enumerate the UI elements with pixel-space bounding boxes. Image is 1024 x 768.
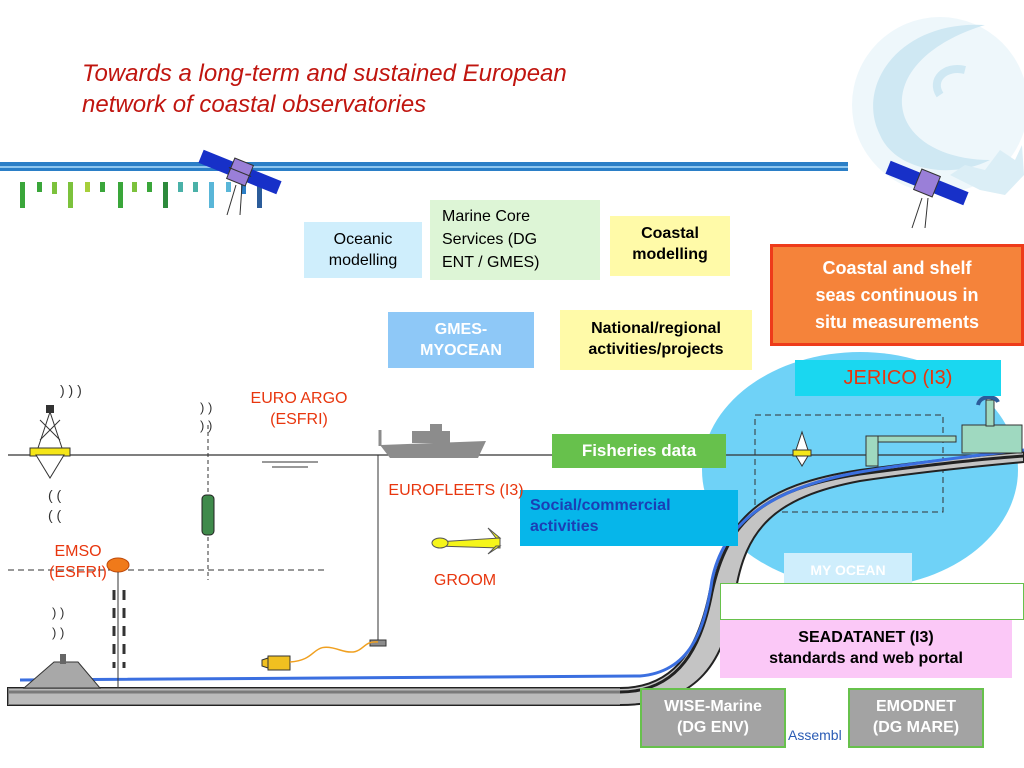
jerico-box: JERICO (I3) — [795, 360, 1001, 396]
svg-text:) ) ): ) ) ) — [60, 382, 82, 398]
svg-text:) ): ) ) — [200, 418, 212, 433]
header-stripe — [0, 162, 848, 171]
empty-frame-box — [720, 583, 1024, 620]
pier-station-icon — [865, 395, 1023, 467]
glider-icon — [431, 527, 502, 555]
social-line-2: activities — [530, 518, 599, 535]
coastal-shelf-line-2: seas continuous in — [815, 285, 979, 305]
coastal-modelling-line-2: modelling — [632, 246, 708, 263]
social-commercial-box: Social/commercial activities — [520, 490, 738, 546]
wise-line-2: (DG ENV) — [677, 719, 749, 736]
coastal-modelling-box: Coastal modelling — [610, 216, 730, 276]
national-line-1: National/regional — [591, 320, 721, 337]
marine-core-line-3: ENT / GMES) — [442, 254, 540, 271]
marine-core-line-2: Services (DG — [442, 231, 538, 248]
eurofleets-label: EUROFLEETS (I3) — [388, 482, 524, 499]
seafloor-observatory-icon — [22, 557, 130, 689]
svg-text:) ): ) ) — [200, 400, 212, 415]
svg-text:( (: ( ( — [48, 507, 62, 523]
argo-float-icon — [201, 494, 215, 536]
vessel-icon — [378, 424, 486, 458]
emodnet-line-1: EMODNET — [876, 698, 956, 715]
svg-text:( (: ( ( — [48, 487, 62, 503]
logo-emblem — [852, 17, 1024, 195]
emso-label: EMSO (ESFRI) — [38, 541, 118, 583]
svg-text:) ): ) ) — [52, 605, 64, 620]
coastal-modelling-line-1: Coastal — [641, 225, 699, 242]
satellite-icon — [198, 149, 282, 195]
svg-text:) ): ) ) — [52, 625, 64, 640]
emso-line-2: (ESFRI) — [49, 564, 107, 581]
my-ocean-box: MY OCEAN — [784, 553, 912, 587]
emso-line-1: EMSO — [54, 543, 102, 560]
coastal-shelf-box: Coastal and shelf seas continuous in sit… — [770, 244, 1024, 346]
title-line-2: network of coastal observatories — [82, 91, 427, 118]
seadatanet-line-1: SEADATANET (I3) — [798, 629, 934, 646]
wise-line-1: WISE-Marine — [664, 698, 762, 715]
satellite-icon — [885, 160, 969, 206]
seadatanet-box: SEADATANET (I3) standards and web portal — [720, 620, 1012, 678]
wise-marine-box: WISE-Marine (DG ENV) — [640, 688, 786, 748]
gmes-line-1: GMES- — [434, 321, 488, 338]
national-line-2: activities/projects — [588, 341, 724, 358]
fisheries-data-box: Fisheries data — [552, 434, 726, 468]
emodnet-line-2: (DG MARE) — [872, 719, 960, 736]
euro-argo-line-2: (ESFRI) — [270, 411, 328, 428]
national-regional-box: National/regional activities/projects — [560, 310, 752, 370]
seadatanet-line-2: standards and web portal — [769, 650, 963, 667]
euro-argo-label: EURO ARGO (ESFRI) — [232, 388, 366, 430]
euro-argo-line-1: EURO ARGO — [250, 390, 348, 407]
marine-core-line-1: Marine Core — [442, 208, 531, 225]
coastal-buoy-icon — [792, 430, 812, 467]
oceanic-modelling-box: Oceanic modelling — [304, 222, 422, 278]
coastal-shelf-line-1: Coastal and shelf — [822, 258, 972, 278]
page-title: Towards a long-term and sustained Europe… — [82, 58, 702, 120]
rov-icon — [261, 641, 379, 671]
gmes-line-2: MYOCEAN — [420, 342, 502, 359]
social-line-1: Social/commercial — [530, 497, 671, 514]
title-line-1: Towards a long-term and sustained Europe… — [82, 60, 567, 87]
coastal-shelf-line-3: situ measurements — [814, 312, 980, 332]
oceanic-line-1: Oceanic — [333, 231, 393, 248]
header-tick-marks — [20, 182, 262, 208]
gmes-myocean-box: GMES- MYOCEAN — [388, 312, 534, 368]
groom-label: GROOM — [433, 572, 497, 589]
marine-core-services-box: Marine Core Services (DG ENT / GMES) — [430, 200, 600, 280]
oceanic-line-2: modelling — [328, 252, 398, 269]
assembly-fragment-label: Assembl — [788, 727, 842, 743]
buoy-icon — [29, 405, 71, 479]
emodnet-box: EMODNET (DG MARE) — [848, 688, 984, 748]
data-cable — [19, 448, 1024, 682]
